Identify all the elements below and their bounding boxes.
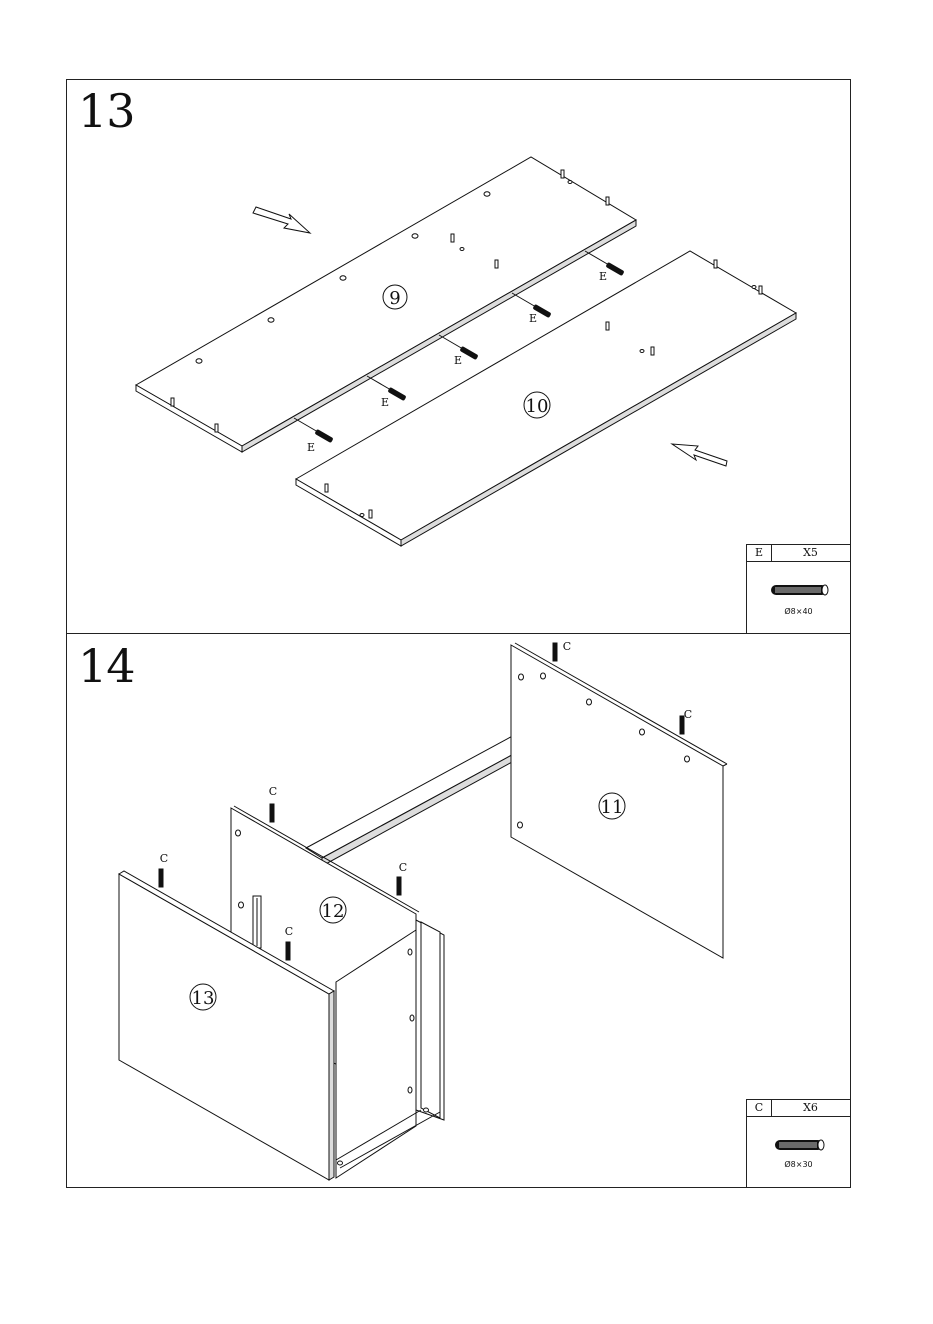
dowel-icon (773, 1138, 827, 1152)
fastener-label-e: E (529, 312, 537, 325)
fastener-label-e: E (454, 354, 462, 367)
fastener-label-e: E (381, 396, 389, 409)
panel-number-12: 12 (322, 901, 345, 922)
hardware-legend-c: C X6 Ø8×30 (746, 1099, 851, 1188)
back-rail (306, 733, 534, 866)
fastener-label-c: C (399, 861, 407, 874)
arrow-icon (672, 444, 727, 466)
fastener-label-c: C (684, 708, 692, 721)
fastener-label-e: E (307, 441, 315, 454)
legend-size: Ø8×40 (747, 607, 850, 616)
legend-size: Ø8×30 (747, 1160, 850, 1169)
legend-quantity: X5 (771, 545, 850, 561)
fastener-label-c: C (285, 925, 293, 938)
fastener-label-c: C (160, 852, 168, 865)
fastener-label-e: E (599, 270, 607, 283)
panel-number-9: 9 (389, 288, 400, 309)
dowel-icon (769, 583, 831, 597)
panel-number-10: 10 (526, 396, 549, 417)
step-14-illustration (119, 643, 727, 1180)
fastener-label-c: C (269, 785, 277, 798)
step-13-illustration (136, 157, 796, 546)
panel-number-11: 11 (601, 797, 624, 818)
legend-letter: C (747, 1100, 772, 1116)
legend-quantity: X6 (771, 1100, 850, 1116)
arrow-icon (253, 207, 310, 233)
panel-number-13: 13 (192, 988, 215, 1009)
hardware-legend-e: E X5 Ø8×40 (746, 544, 851, 634)
legend-letter: E (747, 545, 772, 561)
fastener-label-c: C (563, 640, 571, 653)
